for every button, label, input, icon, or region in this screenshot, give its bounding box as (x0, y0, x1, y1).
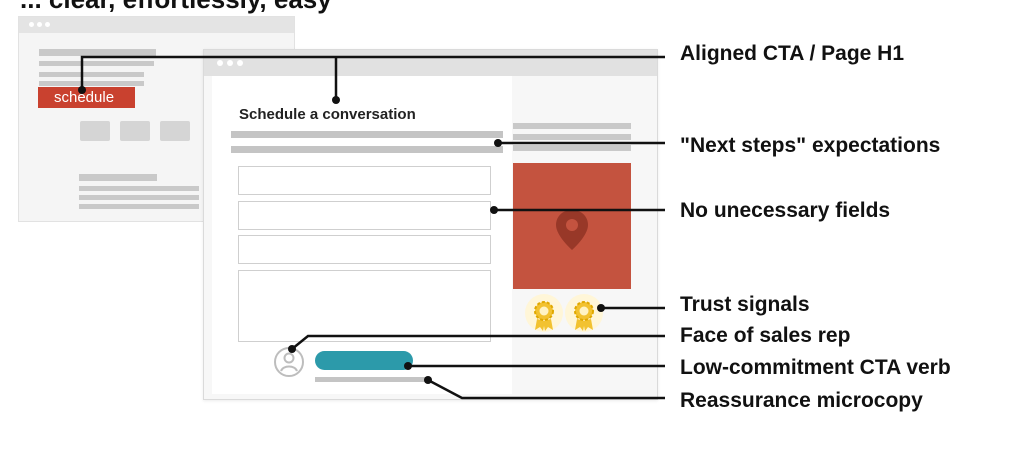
award-badge-icon (525, 294, 563, 332)
browser-titlebar (204, 50, 657, 76)
reassurance-microcopy (315, 377, 426, 382)
next-steps-text (231, 131, 503, 138)
browser-titlebar (19, 17, 294, 33)
callout-next-steps: "Next steps" expectations (680, 134, 941, 157)
content-block (120, 121, 150, 141)
content-block (80, 121, 110, 141)
content-block (160, 121, 190, 141)
next-steps-text (231, 146, 503, 153)
text-placeholder (79, 186, 199, 191)
location-map (513, 163, 631, 289)
text-placeholder (79, 195, 199, 200)
map-pin-icon (556, 210, 588, 250)
text-placeholder (39, 61, 154, 66)
scheduling-page-window: Schedule a conversation (203, 49, 658, 400)
text-placeholder (39, 81, 144, 86)
form-field[interactable] (238, 166, 491, 195)
form-title: Schedule a conversation (239, 106, 416, 123)
text-placeholder (39, 49, 156, 56)
callout-cta-verb: Low-commitment CTA verb (680, 356, 951, 379)
text-placeholder (79, 174, 157, 181)
callout-reassurance: Reassurance microcopy (680, 389, 923, 412)
callout-trust-signals: Trust signals (680, 293, 810, 316)
message-field[interactable] (238, 270, 491, 342)
sidebar-text (513, 123, 631, 129)
form-field[interactable] (238, 235, 491, 264)
schedule-button[interactable]: schedule (38, 87, 135, 108)
submit-cta-button[interactable] (315, 351, 413, 370)
text-placeholder (79, 204, 199, 209)
sidebar-text (513, 134, 631, 140)
text-placeholder (39, 72, 144, 77)
award-badge-icon (565, 294, 603, 332)
sidebar-text (513, 145, 631, 151)
callout-aligned-cta: Aligned CTA / Page H1 (680, 42, 905, 65)
form-field[interactable] (238, 201, 491, 230)
callout-face-of-sales-rep: Face of sales rep (680, 324, 851, 347)
page-heading: ... clear, effortlessly, easy (20, 0, 332, 15)
callout-no-unnecessary-fields: No unecessary fields (680, 199, 891, 222)
